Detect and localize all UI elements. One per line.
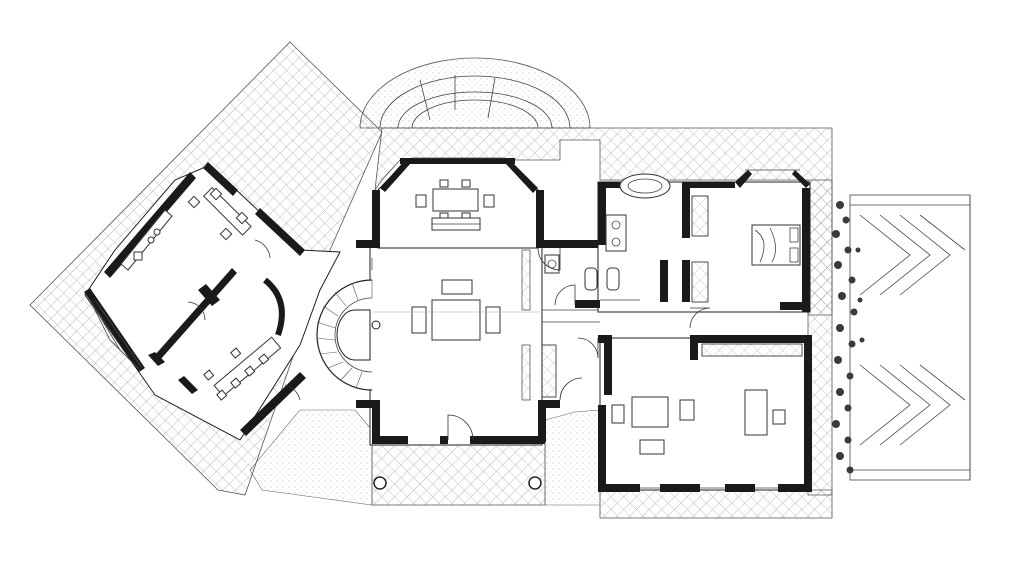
- plants-hedge: [832, 201, 865, 474]
- window-lines: [371, 157, 800, 489]
- doors: [187, 239, 711, 441]
- dining-table-upper: [187, 186, 252, 241]
- bed: [751, 224, 801, 266]
- living-room-set: [370, 279, 542, 341]
- kitchen-counter: [120, 209, 173, 271]
- wardrobes: [541, 195, 803, 398]
- bathroom-fixtures: [544, 173, 671, 291]
- lower-right-furniture: [611, 389, 786, 455]
- spiral-staircase: [315, 279, 381, 391]
- corridor: [521, 249, 600, 401]
- semicircular-terrace: [359, 57, 591, 129]
- top-room-table: [415, 179, 495, 231]
- garden-chevrons: [849, 194, 971, 481]
- dining-table-lower: [203, 336, 282, 401]
